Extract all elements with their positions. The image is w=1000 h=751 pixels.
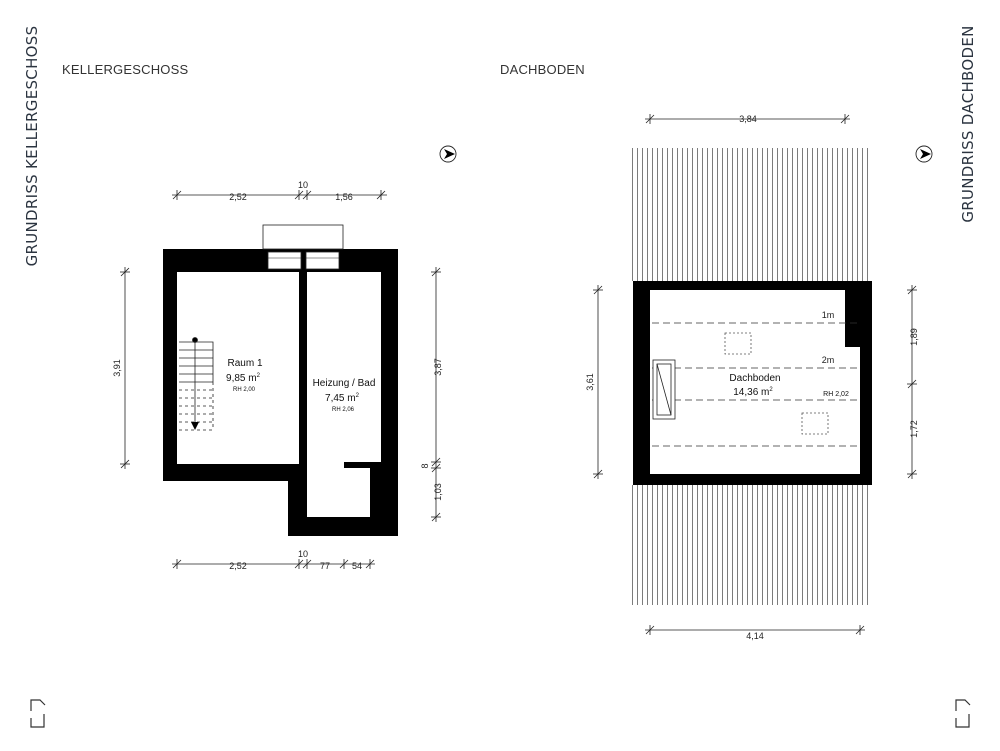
room-name: Dachboden xyxy=(729,373,780,384)
skylight xyxy=(801,412,829,435)
height-1m: 1m xyxy=(822,310,835,320)
section-label-keller: KELLERGESCHOSS xyxy=(62,62,189,77)
dim-right-bottom: 1,72 xyxy=(909,420,919,438)
attic-ladder xyxy=(652,359,676,420)
dim-left: 3,61 xyxy=(585,373,595,391)
room-area: 9,85 m xyxy=(226,373,257,384)
dim-top-right: 1,56 xyxy=(335,192,353,202)
room-area-sup: 2 xyxy=(257,373,261,379)
staircase xyxy=(179,337,214,431)
window-right xyxy=(305,251,340,270)
north-arrow-icon xyxy=(439,145,457,163)
dim-bottom-left: 2,52 xyxy=(229,561,247,571)
keller-walls xyxy=(163,249,398,536)
dim-bottom-mid: 10 xyxy=(298,549,308,559)
height-2m: 2m xyxy=(822,355,835,365)
dach-plan: 1m 2m Dachboden 14,36 m2 RH 2,02 xyxy=(585,114,933,641)
dim-left: 3,91 xyxy=(112,359,122,377)
roof-hatch-top xyxy=(632,148,872,281)
corner-bracket-icon xyxy=(30,699,46,728)
dim-right: 3,87 xyxy=(433,358,443,376)
height-lines xyxy=(652,322,858,447)
room-height: RH 2,02 xyxy=(823,391,849,398)
dim-top-left: 2,52 xyxy=(229,192,247,202)
window-well xyxy=(262,224,344,250)
dach-dimensions xyxy=(593,114,917,635)
svg-text:14,36 m2: 14,36 m2 xyxy=(733,387,773,398)
room-area-sup: 2 xyxy=(769,387,773,393)
room-area: 7,45 m xyxy=(325,393,356,404)
keller-plan: Raum 1 9,85 m2 RH 2,00 Heizung / Bad 7,4… xyxy=(112,145,457,571)
room-name: Heizung / Bad xyxy=(313,378,376,389)
room-height: RH 2,06 xyxy=(332,407,355,413)
dim-bottom: 4,14 xyxy=(746,631,764,641)
dim-top-mid: 10 xyxy=(298,180,308,190)
room-area-sup: 2 xyxy=(356,393,360,399)
dim-right-tiny: 8 xyxy=(420,463,430,468)
keller-dimensions xyxy=(120,190,441,569)
svg-text:9,85 m2: 9,85 m2 xyxy=(226,373,261,384)
room-height: RH 2,00 xyxy=(233,387,256,393)
dim-right-top: 1,89 xyxy=(909,328,919,346)
dim-right-small: 1,03 xyxy=(433,483,443,501)
north-arrow-icon xyxy=(915,145,933,163)
skylight xyxy=(724,332,752,355)
dim-bottom-b: 54 xyxy=(352,561,362,571)
room-area: 14,36 m xyxy=(733,387,769,398)
dach-walls xyxy=(633,281,872,485)
dim-bottom-a: 77 xyxy=(320,561,330,571)
roof-hatch-bottom xyxy=(632,485,872,605)
room-name: Raum 1 xyxy=(227,358,262,369)
dim-top: 3,84 xyxy=(739,114,757,124)
window-left xyxy=(267,251,302,270)
section-label-dach: DACHBODEN xyxy=(500,62,585,77)
corner-bracket-icon xyxy=(955,699,971,728)
svg-text:7,45 m2: 7,45 m2 xyxy=(325,393,360,404)
